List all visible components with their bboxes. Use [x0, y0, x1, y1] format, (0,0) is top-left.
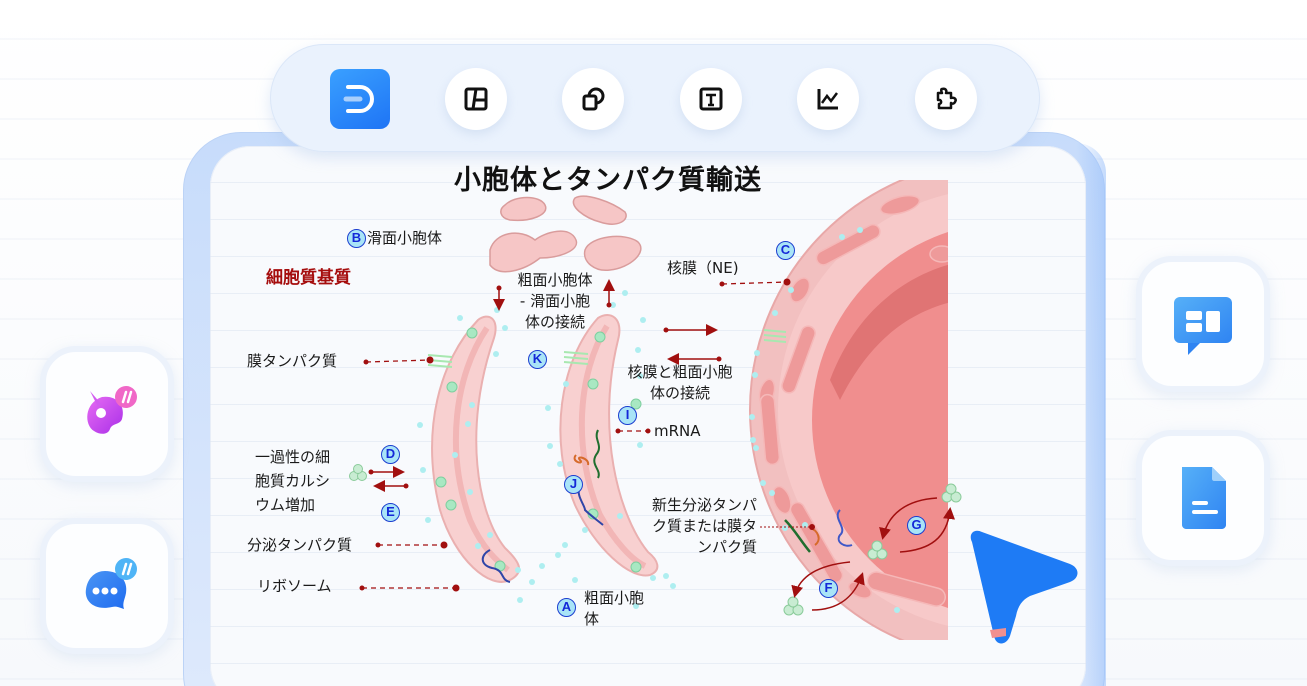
document-icon — [1182, 467, 1226, 529]
badge-i: I — [618, 406, 637, 425]
label-cytoplasm-matrix: 細胞質基質 — [266, 268, 351, 288]
label-mrna: mRNA — [654, 422, 701, 440]
pointer-cursor-icon — [970, 530, 1078, 644]
badge-j: J — [564, 475, 583, 494]
chart-button[interactable] — [797, 68, 859, 130]
diagram-title: 小胞体とタンパク質輸送 — [454, 165, 762, 196]
label-ne-rer-connection: 核膜と粗面小胞 体の接続 — [627, 363, 733, 402]
label-nascent-protein: 新生分泌タンパ ク質または膜タ ンパク質 — [651, 496, 757, 556]
label-ribosome: リボソーム — [257, 577, 332, 595]
label-smooth-er: 滑面小胞体 — [367, 229, 443, 247]
label-rer-ser-connection: 粗面小胞体 - 滑面小胞 体の接続 — [517, 271, 593, 331]
board-comment-icon — [1174, 297, 1232, 355]
top-toolbar — [270, 44, 1040, 152]
shapes-button[interactable] — [562, 68, 624, 130]
label-membrane-protein: 膜タンパク質 — [247, 352, 338, 370]
badge-b: B — [347, 229, 366, 248]
board-widget[interactable] — [1136, 256, 1270, 392]
calcium-cluster — [349, 464, 367, 481]
badge-g: G — [907, 516, 926, 535]
badge-a: A — [557, 598, 576, 617]
label-secretory-protein: 分泌タンパク質 — [247, 536, 353, 554]
nascent-chain-middle — [593, 429, 600, 479]
line-chart-icon — [817, 89, 838, 110]
label-nuclear-envelope: 核膜（NE) — [667, 259, 739, 277]
palette-widget[interactable] — [40, 346, 174, 482]
leader-lines — [362, 281, 788, 589]
edraw-logo-icon — [343, 85, 374, 113]
chat-widget[interactable] — [40, 518, 174, 654]
nucleus — [749, 180, 948, 640]
badge-c: C — [776, 241, 795, 260]
mrna-strand-middle — [577, 484, 604, 526]
calcium-cluster-g — [783, 483, 962, 616]
label-calcium: 一過性の細 胞質カルシ ウム増加 — [255, 448, 331, 514]
badge-d: D — [381, 445, 400, 464]
er-lumen-proteins — [435, 327, 642, 573]
smooth-er-blobs — [489, 195, 642, 273]
arrows — [371, 279, 956, 611]
app-logo-button[interactable] — [330, 69, 390, 129]
plugins-button[interactable] — [915, 68, 977, 130]
label-rough-er: 粗面小胞 体 — [584, 589, 645, 628]
badge-e: E — [381, 503, 400, 522]
layout-icon — [464, 87, 488, 111]
badge-f: F — [819, 579, 838, 598]
document-widget[interactable] — [1136, 430, 1270, 566]
chat-ai-icon — [85, 558, 137, 609]
mrna-strand-left — [481, 549, 511, 583]
shapes-icon — [582, 87, 605, 111]
layout-button[interactable] — [445, 68, 507, 130]
palette-ai-icon — [87, 386, 137, 434]
badge-k: K — [528, 350, 547, 369]
text-button[interactable] — [680, 68, 742, 130]
text-box-icon — [699, 87, 723, 111]
puzzle-icon — [936, 87, 957, 110]
